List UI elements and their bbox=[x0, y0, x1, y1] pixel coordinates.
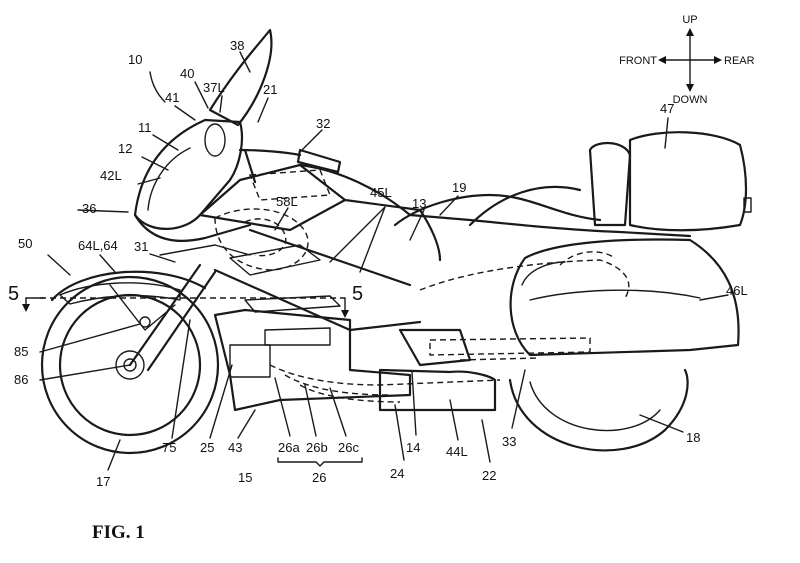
ref-26c: 26c bbox=[338, 440, 359, 455]
ref-50: 50 bbox=[18, 236, 32, 251]
ref-26: 26 bbox=[312, 470, 326, 485]
ref-46l: 46L bbox=[726, 283, 748, 298]
ref-38: 38 bbox=[230, 38, 244, 53]
dir-up-label: UP bbox=[682, 14, 697, 26]
ref-33: 33 bbox=[502, 434, 516, 449]
engine bbox=[213, 308, 497, 412]
ref-86: 86 bbox=[14, 372, 28, 387]
ref-26a: 26a bbox=[278, 440, 300, 455]
ref-40: 40 bbox=[180, 66, 194, 81]
bracket-26 bbox=[277, 457, 363, 467]
ref-24: 24 bbox=[390, 466, 404, 481]
exhaust-pipes bbox=[269, 337, 591, 403]
ref-32: 32 bbox=[316, 116, 330, 131]
ref-11: 11 bbox=[138, 120, 152, 135]
reference-numerals: 10 38 40 37L 41 21 32 11 12 42L 36 58L 4… bbox=[14, 38, 748, 489]
handlebar bbox=[238, 148, 342, 184]
ref-42l: 42L bbox=[100, 168, 122, 183]
ref-19: 19 bbox=[452, 180, 466, 195]
ref-17: 17 bbox=[96, 474, 110, 489]
ref-36: 36 bbox=[82, 201, 96, 216]
ref-64l-64: 64L,64 bbox=[78, 238, 118, 253]
ref-41: 41 bbox=[165, 90, 179, 105]
fairing bbox=[133, 28, 347, 256]
ref-14: 14 bbox=[406, 440, 420, 455]
body-frame bbox=[213, 163, 692, 332]
ref-22: 22 bbox=[482, 468, 496, 483]
ref-47: 47 bbox=[660, 101, 674, 116]
ref-26b: 26b bbox=[306, 440, 328, 455]
ref-18: 18 bbox=[686, 430, 700, 445]
section-line: 5 5 bbox=[8, 283, 363, 318]
leader-lines bbox=[39, 51, 729, 471]
ref-44l: 44L bbox=[446, 444, 468, 459]
saddlebag bbox=[509, 238, 740, 357]
dir-down-label: DOWN bbox=[673, 94, 708, 106]
dir-rear-label: REAR bbox=[724, 55, 755, 67]
ref-25: 25 bbox=[200, 440, 214, 455]
ref-58l: 58L bbox=[276, 194, 298, 209]
ref-85: 85 bbox=[14, 344, 28, 359]
rear-wheel bbox=[508, 368, 689, 452]
direction-compass: UP DOWN FRONT REAR bbox=[619, 14, 755, 106]
ref-43: 43 bbox=[228, 440, 242, 455]
ref-15: 15 bbox=[238, 470, 252, 485]
section-mark-right: 5 bbox=[352, 283, 363, 305]
ref-21: 21 bbox=[263, 82, 277, 97]
ref-13: 13 bbox=[412, 196, 426, 211]
ref-12: 12 bbox=[118, 141, 132, 156]
seat bbox=[393, 142, 632, 227]
top-trunk bbox=[628, 131, 752, 232]
figure-caption: FIG. 1 bbox=[92, 522, 145, 543]
ref-10: 10 bbox=[128, 52, 142, 67]
hidden-internal-parts bbox=[214, 169, 630, 299]
ref-37l: 37L bbox=[203, 80, 225, 95]
ref-45l: 45L bbox=[370, 185, 392, 200]
section-mark-left: 5 bbox=[8, 283, 19, 305]
ref-75: 75 bbox=[162, 440, 176, 455]
ref-31: 31 bbox=[134, 239, 148, 254]
front-fork bbox=[59, 263, 217, 372]
dir-front-label: FRONT bbox=[619, 55, 657, 67]
front-wheel bbox=[40, 270, 220, 455]
